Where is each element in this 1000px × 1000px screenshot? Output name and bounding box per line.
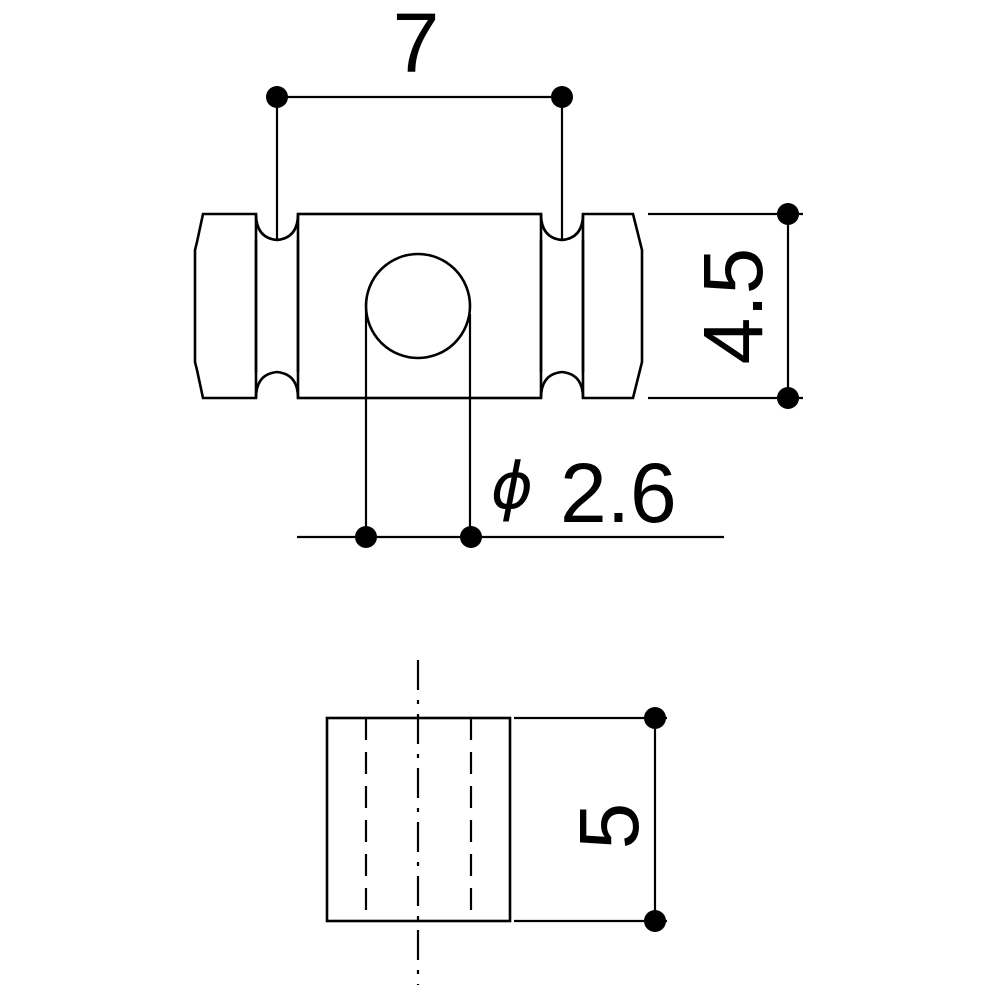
right-end-cap xyxy=(581,212,644,400)
dimension-dot xyxy=(644,707,666,729)
dimension-hole-diameter-label: 2.6 xyxy=(560,446,677,540)
dimension-dot xyxy=(355,526,377,548)
dimension-dot xyxy=(266,86,288,108)
front-view xyxy=(193,212,644,400)
dimension-side-width: 5 xyxy=(514,707,667,932)
dimension-dot xyxy=(644,910,666,932)
dimension-length: 7 xyxy=(266,0,573,240)
side-body xyxy=(325,716,512,923)
dimension-dot xyxy=(777,203,799,225)
through-hole xyxy=(364,252,472,360)
left-end-cap xyxy=(193,212,258,400)
dimension-dot xyxy=(460,526,482,548)
dimension-dot xyxy=(551,86,573,108)
right-groove xyxy=(539,213,585,399)
dimension-hole-diameter: ϕ 2.6 xyxy=(297,310,724,548)
dimension-side-width-label: 5 xyxy=(562,803,656,850)
dimension-height-label: 4.5 xyxy=(686,248,780,365)
dimension-dot xyxy=(777,387,799,409)
left-groove xyxy=(254,213,300,399)
dimension-height: 4.5 xyxy=(648,203,803,409)
dimension-length-label: 7 xyxy=(393,0,440,90)
diameter-symbol: ϕ xyxy=(491,450,533,524)
side-view xyxy=(325,660,512,985)
center-body xyxy=(296,212,543,400)
